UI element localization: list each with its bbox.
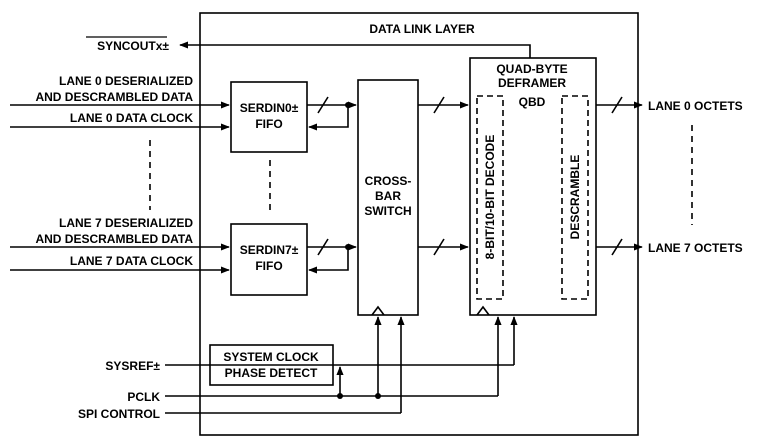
fifo7-bus-slash (317, 238, 329, 256)
crossbar-label-2: BAR (375, 189, 401, 203)
crossbar-bus7-slash (433, 238, 445, 256)
syncclk-label-2: PHASE DETECT (225, 366, 318, 380)
deframer-clock-triangle (476, 305, 490, 316)
lane7-data-label-1: LANE 7 DESERIALIZED (59, 216, 193, 230)
decode-stage-label: 8-BIT/10-BIT DECODE (483, 135, 497, 260)
lane7-octets-slash (611, 238, 623, 256)
lane0-octets-slash (611, 96, 623, 114)
crossbar-label-3: SWITCH (364, 204, 411, 218)
crossbar-bus0-slash (433, 96, 445, 114)
lane0-octets-label: LANE 0 OCTETS (648, 99, 743, 113)
fifo7-clock-feedback (308, 247, 349, 274)
lane0-data-label-1: LANE 0 DESERIALIZED (59, 74, 193, 88)
syncclk-label-1: SYSTEM CLOCK (223, 350, 319, 364)
serdin0-fifo-label: FIFO (255, 117, 282, 131)
descramble-stage-label: DESCRAMBLE (568, 155, 582, 240)
fifo7-junction (345, 244, 351, 250)
qbd-label: QBD (519, 95, 546, 109)
lane0-data-label-2: AND DESCRAMBLED DATA (35, 90, 193, 104)
descramble-stage-block (561, 95, 589, 300)
lane7-data-label-2: AND DESCRAMBLED DATA (35, 232, 193, 246)
pclk-label: PCLK (127, 390, 160, 404)
fifo0-bus-slash (317, 96, 329, 114)
crossbar-label-1: CROSS- (365, 174, 412, 188)
lane7-clock-label: LANE 7 DATA CLOCK (70, 254, 193, 268)
pclk-junction-2 (375, 393, 381, 399)
data-link-layer-box (199, 12, 639, 436)
lane7-octets-label: LANE 7 OCTETS (648, 241, 743, 255)
crossbar-switch-block (357, 79, 419, 316)
decode-stage-block (476, 95, 504, 300)
syncout-label: SYNCOUTx± (97, 39, 169, 53)
serdin7-label: SERDIN7± (240, 243, 299, 257)
crossbar-clock-triangle (371, 305, 385, 316)
deframer-label-2: DEFRAMER (498, 76, 566, 90)
serdin0-label: SERDIN0± (240, 101, 299, 115)
serdin7-fifo-block (230, 223, 308, 296)
lane0-clock-label: LANE 0 DATA CLOCK (70, 111, 193, 125)
syncout-line (179, 41, 531, 58)
pclk-junction-1 (337, 393, 343, 399)
serdin7-fifo-label: FIFO (255, 259, 282, 273)
data-link-layer-title: DATA LINK LAYER (369, 22, 475, 36)
sysref-label: SYSREF± (105, 359, 160, 373)
serdin0-fifo-block (230, 81, 308, 153)
spi-control-label: SPI CONTROL (78, 407, 160, 421)
fifo0-junction (345, 102, 351, 108)
deframer-label-1: QUAD-BYTE (496, 62, 567, 76)
fifo0-clock-feedback (308, 105, 349, 131)
